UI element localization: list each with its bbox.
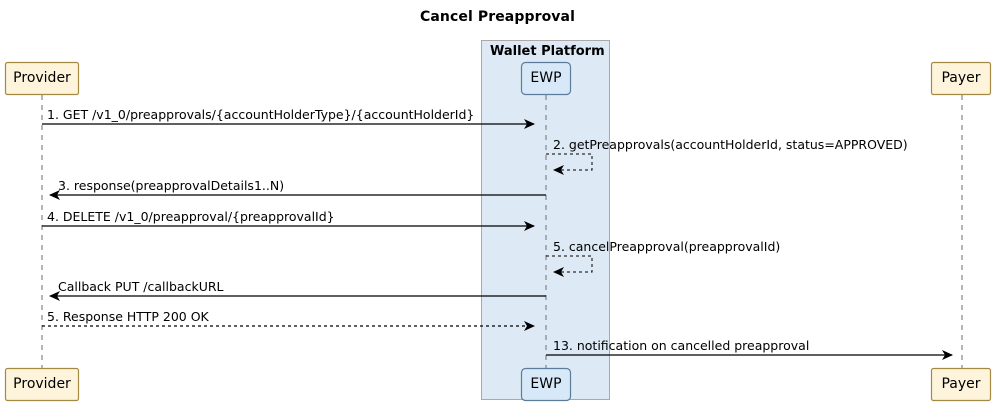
- message-label-1: 1. GET /v1_0/preapprovals/{accountHolder…: [47, 107, 475, 122]
- group-label-wallet-platform: Wallet Platform: [490, 44, 605, 59]
- message-label-2: 2. getPreapprovals(accountHolderId, stat…: [553, 137, 908, 152]
- participant-box-payer-top[interactable]: [930, 61, 992, 96]
- message-label-3: 3. response(preapprovalDetails1..N): [58, 178, 285, 193]
- participant-label-ewp-top: EWP: [530, 70, 562, 86]
- participant-label-provider-top: Provider: [13, 70, 71, 86]
- participant-label-ewp-bottom: EWP: [530, 376, 562, 392]
- message-label-5: 5. cancelPreapproval(preapprovalId): [553, 239, 781, 254]
- participant-box-provider-top[interactable]: [4, 61, 80, 96]
- message-label-callback: Callback PUT /callbackURL: [58, 279, 224, 294]
- participant-box-ewp-bottom[interactable]: [520, 367, 572, 402]
- message-arrow-2-self: [546, 153, 593, 175]
- message-arrow-5-self: [546, 255, 593, 277]
- participant-label-payer-top: Payer: [941, 70, 981, 86]
- message-label-response-200: 5. Response HTTP 200 OK: [47, 309, 209, 324]
- message-label-13: 13. notification on cancelled preapprova…: [553, 338, 810, 353]
- diagram-title: Cancel Preapproval: [419, 9, 575, 25]
- message-label-4: 4. DELETE /v1_0/preapproval/{preapproval…: [47, 209, 335, 224]
- participant-box-provider-bottom[interactable]: [4, 367, 80, 402]
- participant-label-payer-bottom: Payer: [941, 376, 981, 392]
- participant-box-ewp-top[interactable]: [520, 61, 572, 96]
- participant-box-payer-bottom[interactable]: [930, 367, 992, 402]
- participant-label-provider-bottom: Provider: [13, 376, 71, 392]
